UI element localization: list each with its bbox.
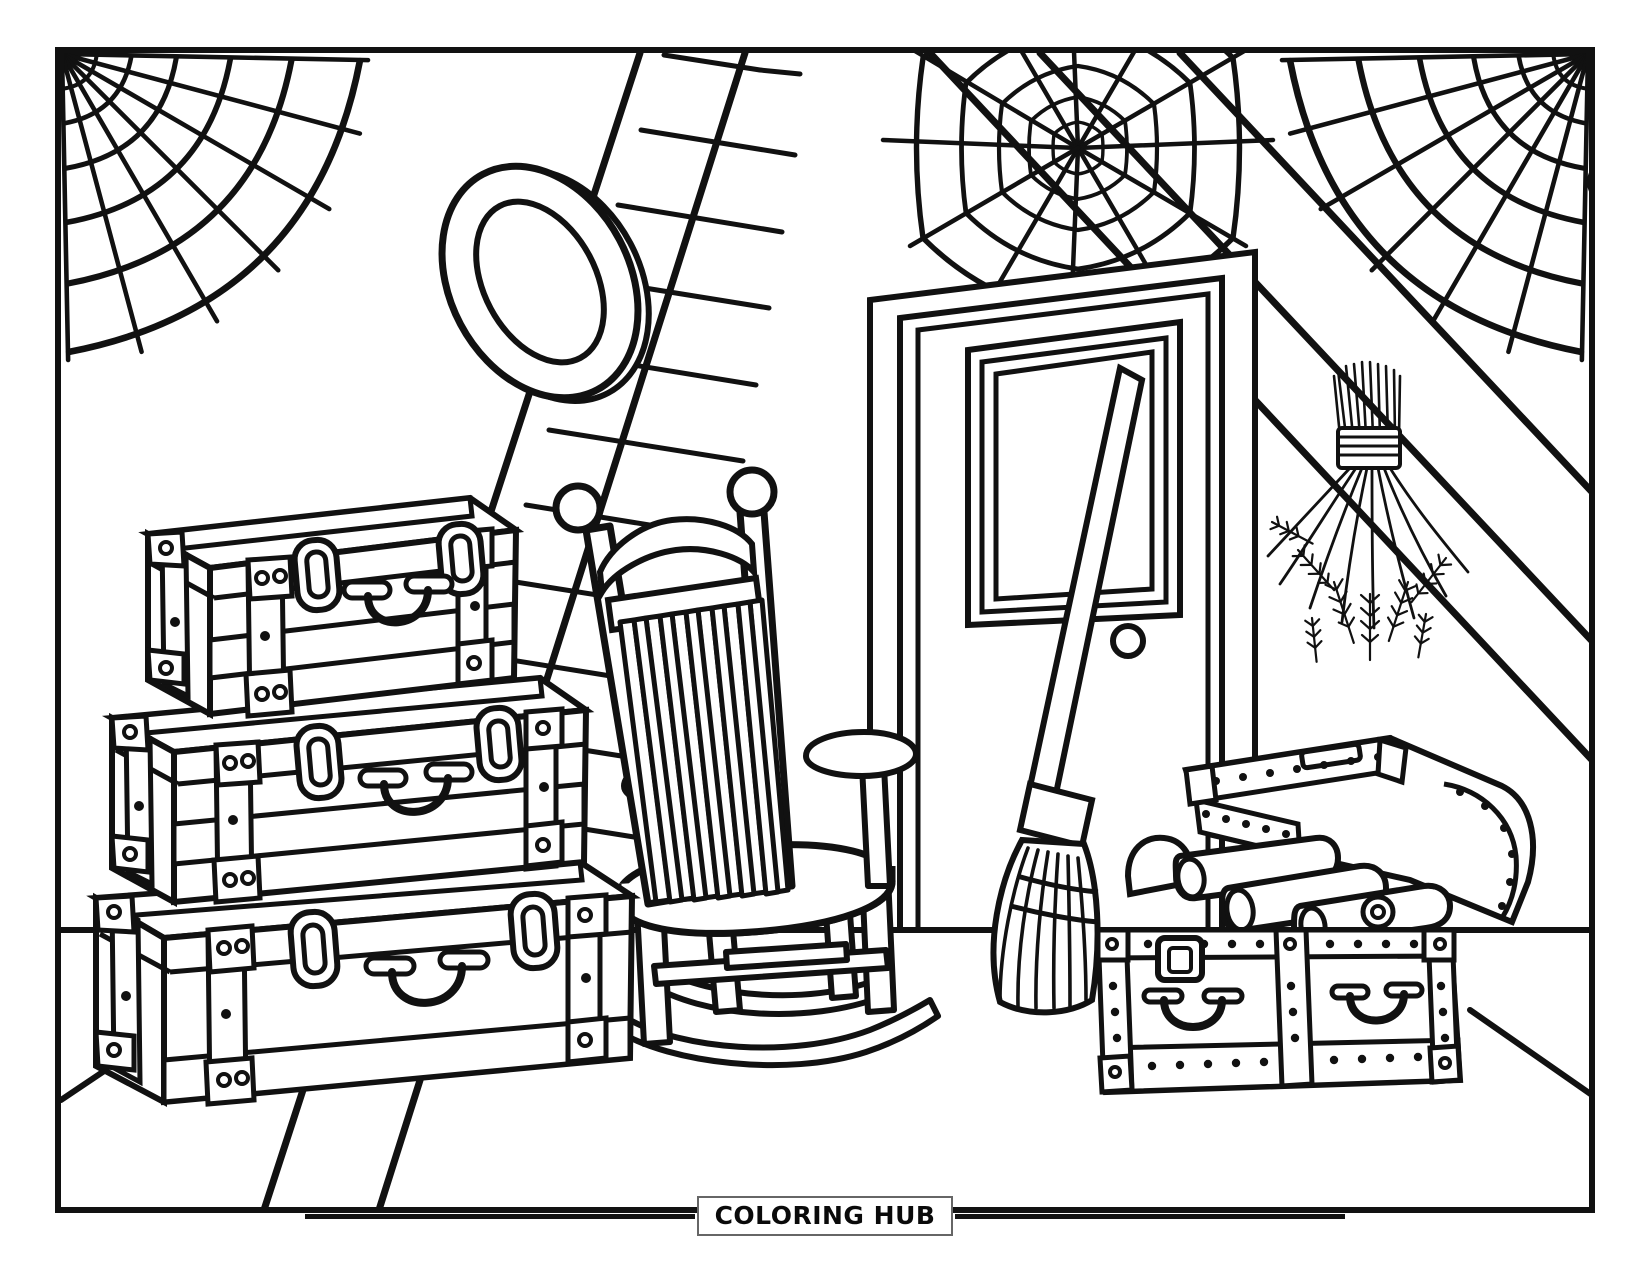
trunk-bottom-latch-right	[507, 890, 561, 972]
trunk-bottom-handle	[363, 949, 491, 1007]
herb-binding	[1336, 426, 1402, 470]
door-knob[interactable]	[1110, 623, 1146, 659]
chest-latch	[1155, 935, 1205, 983]
broom	[990, 363, 1146, 1016]
rocking-chair[interactable]	[552, 466, 941, 1069]
watermark-box: COLORING HUB	[696, 1196, 954, 1236]
trunk-top-handle	[341, 573, 455, 627]
hanging-herbs	[1266, 360, 1470, 663]
trunk-bottom-latch-left	[287, 908, 341, 990]
chair-spindles	[617, 597, 791, 905]
trunk-top-latch-left	[291, 536, 343, 614]
chest-handle-front	[1141, 987, 1245, 1031]
trunk-top[interactable]	[138, 494, 525, 720]
chest-handle-right	[1329, 981, 1425, 1025]
watermark-label: COLORING HUB	[714, 1201, 936, 1230]
spider-web-top-middle	[880, 53, 1276, 344]
chest-body	[1094, 927, 1464, 1096]
chest-lid	[1181, 734, 1536, 926]
watermark-rule-left	[304, 1213, 695, 1219]
footer-watermark: COLORING HUB	[0, 1193, 1650, 1239]
open-chest[interactable]	[1094, 734, 1536, 1096]
trunk-middle[interactable]	[101, 674, 595, 908]
trunk-middle-latch-left	[293, 722, 345, 802]
trunk-bottom[interactable]	[86, 858, 641, 1107]
watermark-rule-right	[955, 1213, 1346, 1219]
oval-window	[438, 162, 652, 405]
trunk-middle-latch-right	[473, 704, 525, 784]
trunk-middle-handle	[357, 761, 475, 816]
spider-web-right-inner	[1585, 172, 1589, 192]
